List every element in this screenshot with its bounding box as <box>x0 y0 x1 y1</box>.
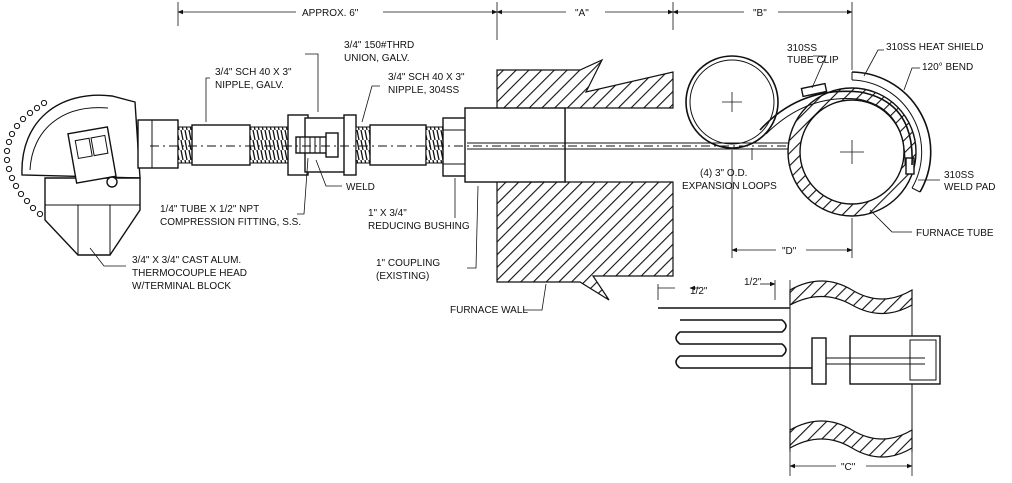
furnace-tube-section <box>759 71 932 217</box>
ss-nipple-label-1: 3/4" SCH 40 X 3" <box>388 72 465 83</box>
compression-fitting-label-1: 1/4" TUBE X 1/2" NPT <box>160 204 259 215</box>
half-inch-label-1: 1/2" <box>690 286 708 297</box>
dim-d <box>731 150 853 258</box>
coupling-label-2: (EXISTING) <box>376 271 429 282</box>
expansion-loops-label-1: (4) 3" O.D. <box>700 168 747 179</box>
ss-nipple-label-2: NIPPLE, 304SS <box>388 85 459 96</box>
galv-nipple <box>177 124 293 166</box>
dim-d-label: "D" <box>782 246 797 257</box>
head-label-3: W/TERMINAL BLOCK <box>132 281 231 292</box>
tube-clip-label-2: TUBE CLIP <box>787 55 839 66</box>
detail-view <box>657 280 941 476</box>
union-label-1: 3/4" 150#THRD <box>344 40 414 51</box>
bend-label: 120° BEND <box>922 62 973 73</box>
thermocouple-head <box>3 94 179 256</box>
weld-pad-label-1: 310SS <box>944 170 974 181</box>
reducing-bushing <box>442 117 468 177</box>
dim-a-label: "A" <box>575 8 589 19</box>
galv-nipple-label-1: 3/4" SCH 40 X 3" <box>215 67 292 78</box>
bushing-label-1: 1" X 3/4" <box>368 208 407 219</box>
expansion-loops-label-2: EXPANSION LOOPS <box>682 181 777 192</box>
bushing-label-2: REDUCING BUSHING <box>368 221 470 232</box>
union-label-2: UNION, GALV. <box>344 53 410 64</box>
thermocouple-tube <box>150 142 800 150</box>
expansion-loop <box>685 55 779 149</box>
dim-b-label: "B" <box>753 8 767 19</box>
tube-clip-label-1: 310SS <box>787 43 817 54</box>
leader-lines <box>89 49 940 311</box>
coil-spring <box>658 307 820 369</box>
approx-6-label: APPROX. 6" <box>302 8 359 19</box>
half-inch-label-2: 1/2" <box>744 277 762 288</box>
furnace-wall <box>464 58 674 301</box>
head-label-1: 3/4" X 3/4" CAST ALUM. <box>132 255 241 266</box>
furnace-tube-label: FURNACE TUBE <box>916 228 994 239</box>
head-label-2: THERMOCOUPLE HEAD <box>132 268 247 279</box>
weld-label: WELD <box>346 182 375 193</box>
coupling-label-1: 1" COUPLING <box>376 258 440 269</box>
furnace-wall-label: FURNACE WALL <box>450 305 528 316</box>
weld-pad-label-2: WELD PAD <box>944 182 996 193</box>
union-fitting <box>287 114 357 176</box>
dim-c-label: "C" <box>841 462 856 473</box>
ss-nipple <box>355 124 447 166</box>
compression-fitting-label-2: COMPRESSION FITTING, S.S. <box>160 217 301 228</box>
heat-shield-label: 310SS HEAT SHIELD <box>886 42 983 53</box>
galv-nipple-label-2: NIPPLE, GALV. <box>215 80 284 91</box>
dimension-lines-top <box>177 2 853 70</box>
